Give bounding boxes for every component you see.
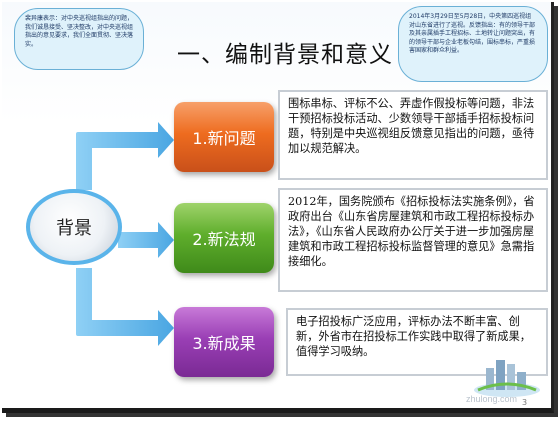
item-label: 1.新问题 xyxy=(192,129,256,148)
arrow-down-icon xyxy=(76,268,174,346)
city-globe-icon xyxy=(474,360,540,397)
slide-title: 一、编制背景和意义 xyxy=(177,42,393,68)
item-box-new-regulation: 2.新法规 xyxy=(174,203,274,273)
arrow-right-icon xyxy=(118,222,174,258)
connector-arrows xyxy=(76,122,174,346)
item-text-new-regulation: 2012年，国务院颁布《招标投标法实施条例》，省政府出台《山东省房屋建筑和市政工… xyxy=(278,188,548,292)
item-label: 3.新成果 xyxy=(192,334,256,353)
callout-left: 裴异康表示：对中央巡视组指出的问题，我们诚恳接受、坚决整改，对中央巡视组指出的意… xyxy=(14,8,144,70)
item-box-new-problem: 1.新问题 xyxy=(174,102,274,172)
background-label: 背景 xyxy=(56,218,92,239)
page-number: 3 xyxy=(522,398,528,407)
watermark: zhulong.com xyxy=(466,394,518,404)
item-label: 2.新法规 xyxy=(192,230,256,249)
callout-right: 2014年3月29日至5月28日，中央第四巡视组对山东省进行了巡视。反馈指出：有… xyxy=(398,6,548,82)
item-box-new-achievement: 3.新成果 xyxy=(174,307,274,377)
arrow-up-icon xyxy=(76,122,174,190)
slide: 裴异康表示：对中央巡视组指出的问题，我们诚恳接受、坚决整改，对中央巡视组指出的意… xyxy=(2,2,554,413)
item-text-new-problem: 围标串标、评标不公、弄虚作假投标等问题，非法干预招标投标活动、少数领导干部插手招… xyxy=(278,90,548,180)
background-circle: 背景 xyxy=(26,189,122,265)
